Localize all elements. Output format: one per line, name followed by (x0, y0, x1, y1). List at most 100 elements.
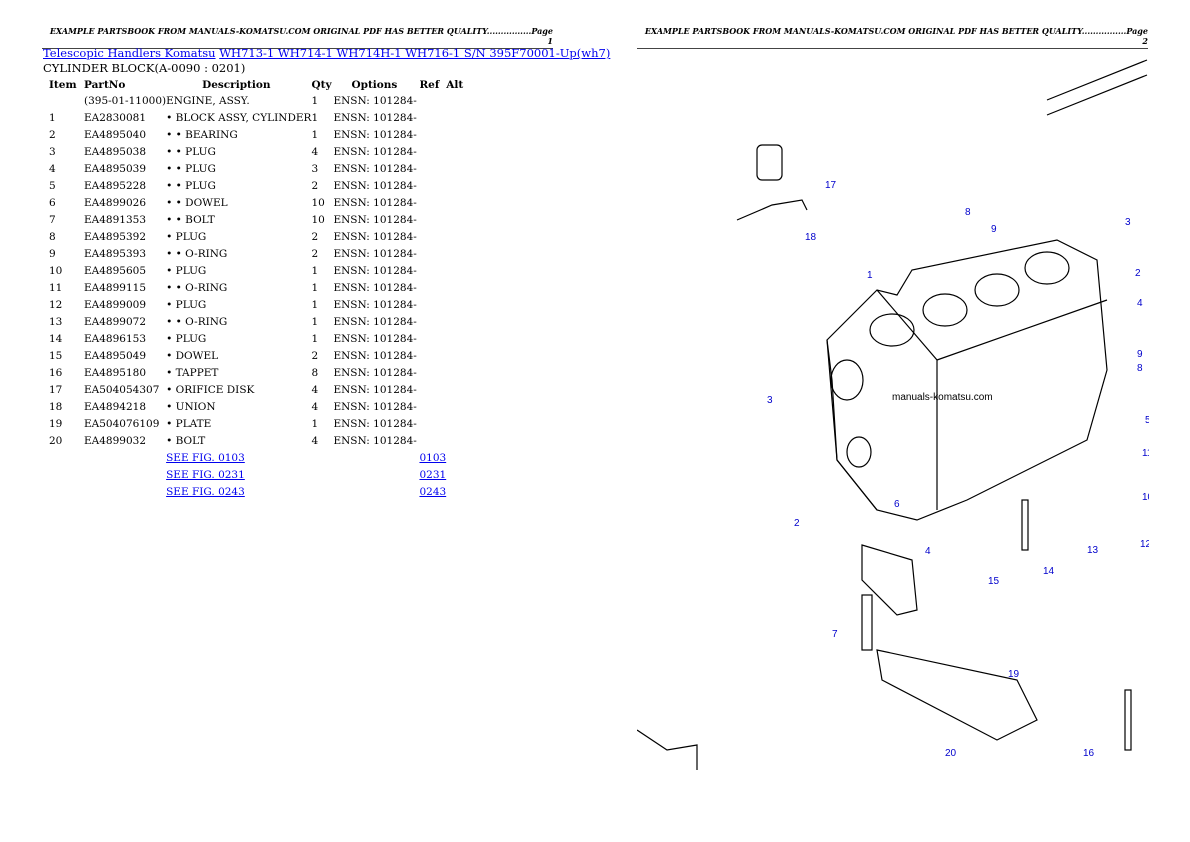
options-cell: ENSN: 101284- (333, 434, 417, 447)
item-cell: 16 (49, 366, 63, 379)
callout-label: 17 (825, 180, 837, 191)
callout-label: 1 (867, 270, 873, 281)
item-cell: 9 (49, 247, 56, 260)
callout-label: 16 (1083, 748, 1095, 759)
description-cell: • • DOWEL (166, 196, 228, 209)
qty-cell: 2 (311, 247, 319, 260)
page-title: CYLINDER BLOCK(A-0090 : 0201) (43, 61, 246, 75)
item-cell: 4 (49, 162, 56, 175)
qty-cell: 1 (311, 417, 319, 430)
partno-cell: EA4891353 (84, 213, 147, 226)
ref-link[interactable]: 0243 (419, 485, 447, 498)
qty-cell: 4 (311, 145, 319, 158)
item-cell (43, 92, 84, 109)
item-cell: 20 (49, 434, 63, 447)
item-cell: 6 (49, 196, 56, 209)
column-header: Alt (446, 78, 464, 91)
partno-cell: EA4895049 (84, 349, 147, 362)
options-cell: ENSN: 101284- (333, 111, 417, 124)
options-cell: ENSN: 101284- (333, 417, 417, 430)
item-cell: 11 (49, 281, 63, 294)
partno-cell: EA4895039 (84, 162, 147, 175)
description-cell: • DOWEL (166, 349, 219, 362)
callout-label: 6 (894, 499, 900, 510)
options-cell: ENSN: 101284- (333, 230, 417, 243)
column-header: Description (202, 78, 271, 91)
options-cell: ENSN: 101284- (333, 298, 417, 311)
options-cell: ENSN: 101284- (333, 179, 417, 192)
see-figure-link[interactable]: SEE FIG. 0103 (166, 451, 245, 464)
column-header: Ref (419, 78, 440, 91)
column-header: Options (351, 78, 398, 91)
callout-label: 10 (1142, 492, 1149, 503)
callout-label: 14 (1043, 566, 1055, 577)
qty-cell: 2 (311, 230, 319, 243)
description-cell: • • BEARING (166, 128, 238, 141)
see-figure-link[interactable]: SEE FIG. 0243 (166, 485, 245, 498)
options-cell: ENSN: 101284- (333, 162, 417, 175)
callout-label: 15 (988, 576, 1000, 587)
breadcrumb: Telescopic Handlers Komatsu WH713-1 WH71… (43, 46, 610, 60)
options-cell: ENSN: 101284- (333, 128, 417, 141)
item-cell: 14 (49, 332, 63, 345)
qty-cell: 1 (311, 315, 319, 328)
item-cell: 19 (49, 417, 63, 430)
options-cell: ENSN: 101284- (333, 315, 417, 328)
partno-cell: EA4895605 (84, 264, 147, 277)
partno-cell: EA4899072 (84, 315, 147, 328)
options-cell: ENSN: 101284- (333, 400, 417, 413)
see-figure-row: SEE FIG. 0243 0243 (43, 483, 463, 500)
qty-cell: 8 (311, 366, 319, 379)
description-cell: • PLUG (166, 298, 207, 311)
partno-cell: EA504054307 (84, 383, 160, 396)
partno-cell: EA4899026 (84, 196, 147, 209)
engine-block-drawing (637, 59, 1148, 770)
partno-cell: (395-01-11000) (84, 94, 167, 107)
model-link[interactable]: WH713-1 WH714-1 WH714H-1 WH716-1 S/N 395… (219, 46, 611, 60)
options-cell: ENSN: 101284- (333, 247, 417, 260)
description-cell: • BLOCK ASSY, CYLINDER (166, 111, 312, 124)
callout-label: 13 (1087, 545, 1099, 556)
options-cell: ENSN: 101284- (333, 366, 417, 379)
ref-link[interactable]: 0231 (419, 468, 447, 481)
qty-cell: 4 (311, 434, 319, 447)
item-cell: 18 (49, 400, 63, 413)
description-cell: • UNION (166, 400, 216, 413)
item-cell: 3 (49, 145, 56, 158)
partno-cell: EA4899009 (84, 298, 147, 311)
callout-label: 8 (965, 207, 971, 218)
callout-label: 12 (1140, 539, 1149, 550)
partno-cell: EA4895228 (84, 179, 147, 192)
options-cell: ENSN: 101284- (333, 196, 417, 209)
item-cell: 15 (49, 349, 63, 362)
description-cell: • PLUG (166, 264, 207, 277)
see-figure-row: SEE FIG. 0103 0103 (43, 449, 463, 466)
see-figure-link[interactable]: SEE FIG. 0231 (166, 468, 245, 481)
description-cell: • • PLUG (166, 145, 216, 158)
qty-cell: 1 (311, 264, 319, 277)
partno-cell: EA4894218 (84, 400, 147, 413)
watermark: manuals-komatsu.com (892, 392, 993, 403)
description-cell: • TAPPET (166, 366, 219, 379)
ref-link[interactable]: 0103 (419, 451, 447, 464)
options-cell: ENSN: 101284- (333, 332, 417, 345)
table-row: 6 EA4899026 • • DOWEL 10 ENSN: 101284- (43, 194, 463, 211)
description-cell: • PLUG (166, 332, 207, 345)
partno-cell: EA504076109 (84, 417, 160, 430)
partno-cell: EA4899115 (84, 281, 147, 294)
callout-label: 20 (945, 748, 957, 759)
qty-cell: 10 (311, 196, 325, 209)
partno-cell: EA2830081 (84, 111, 147, 124)
category-link[interactable]: Telescopic Handlers Komatsu (43, 46, 216, 60)
callout-label: 4 (925, 546, 931, 557)
description-cell: • ORIFICE DISK (166, 383, 255, 396)
